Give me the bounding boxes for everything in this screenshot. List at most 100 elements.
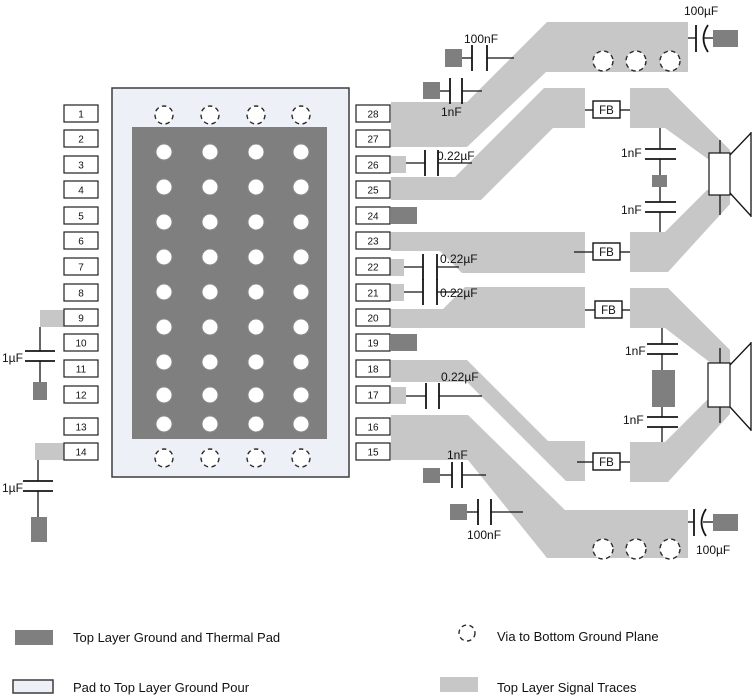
legend-signal-label: Top Layer Signal Traces bbox=[497, 680, 637, 695]
ground-pad bbox=[31, 517, 47, 542]
right-pin-column: 28 27 26 25 24 23 22 21 20 19 18 17 16 1… bbox=[355, 104, 391, 461]
pin-number: 11 bbox=[76, 365, 87, 376]
cap-label: 0.22µF bbox=[437, 149, 475, 163]
ferrite-bead-4: FB bbox=[577, 452, 630, 471]
trace-pin23-to-fb2 bbox=[391, 232, 585, 273]
pin-box-4: 4 bbox=[63, 180, 99, 199]
cap-1uf-pin14: 1µF bbox=[2, 460, 53, 542]
package-vias-dashed bbox=[154, 105, 311, 468]
pin-box-11: 11 bbox=[63, 359, 99, 378]
ferrite-bead-2: FB bbox=[574, 242, 630, 261]
ground-pad-pin19 bbox=[390, 334, 417, 351]
cap-100uf-bottom: 100µF bbox=[688, 508, 738, 557]
pin-number: 9 bbox=[78, 314, 84, 325]
trace-bottom-supply bbox=[391, 415, 688, 558]
pin-box-28: 28 bbox=[355, 104, 391, 123]
pin-box-12: 12 bbox=[63, 385, 99, 404]
trace-pin18-to-fb4 bbox=[391, 360, 585, 481]
ferrite-bead-3: FB bbox=[585, 300, 630, 319]
ground-pad bbox=[33, 382, 47, 400]
pin-box-15: 15 bbox=[355, 442, 391, 461]
pin-box-10: 10 bbox=[63, 333, 99, 352]
ground-pad bbox=[450, 504, 467, 520]
cap-label: 100µF bbox=[684, 4, 718, 18]
pin-number: 3 bbox=[78, 161, 84, 172]
via-icon bbox=[200, 105, 220, 125]
pin-number: 12 bbox=[75, 391, 87, 402]
cap-label: 1nF bbox=[441, 105, 462, 119]
cap-label: 0.22µF bbox=[440, 286, 478, 300]
ground-pad bbox=[423, 82, 440, 99]
cap-label: 1nF bbox=[447, 448, 468, 462]
pin-box-6: 6 bbox=[63, 231, 99, 250]
cap-100nf-bottom: 100nF bbox=[450, 499, 523, 542]
stub-pin17 bbox=[391, 387, 406, 404]
pin-box-9: 9 bbox=[63, 308, 99, 327]
pin-number: 28 bbox=[367, 110, 379, 121]
cap-label: 1µF bbox=[2, 351, 23, 365]
snubber-spk2: 1nF 1nF bbox=[623, 328, 678, 442]
pin-box-14: 14 bbox=[63, 442, 99, 461]
trace-fb4-to-spk2 bbox=[630, 400, 730, 482]
cap-1nf-bottom: 1nF bbox=[423, 448, 486, 488]
cap-label: 100nF bbox=[464, 32, 498, 46]
ferrite-bead-label: FB bbox=[599, 247, 614, 259]
trace-pin20-to-fb3 bbox=[391, 287, 585, 328]
pin-number: 19 bbox=[367, 339, 379, 350]
via-icon bbox=[625, 50, 647, 72]
ground-pad-pin24 bbox=[391, 207, 417, 224]
pin-number: 24 bbox=[367, 212, 379, 223]
ferrite-bead-1: FB bbox=[585, 100, 630, 119]
pin-number: 22 bbox=[367, 263, 379, 274]
cap-022uf-pin17: 0.22µF bbox=[406, 370, 482, 409]
stub-pin26 bbox=[391, 156, 406, 173]
ground-pad bbox=[652, 175, 667, 187]
ground-pad bbox=[652, 370, 675, 407]
trace-fb2-to-spk1 bbox=[630, 190, 730, 272]
stub-pin22 bbox=[390, 259, 404, 276]
left-pin-column: 1 2 3 4 5 6 7 8 9 10 11 12 13 14 bbox=[63, 104, 99, 461]
pin-number: 15 bbox=[367, 448, 379, 459]
via-icon bbox=[625, 538, 647, 560]
pin-number: 26 bbox=[367, 161, 379, 172]
snubber-spk1: 1nF 1nF bbox=[621, 128, 676, 232]
via-icon bbox=[291, 105, 311, 125]
cap-label: 100µF bbox=[696, 543, 730, 557]
ground-pad bbox=[423, 468, 440, 483]
pin-number: 4 bbox=[78, 186, 84, 197]
pin-number: 7 bbox=[78, 263, 84, 274]
cap-label: 1nF bbox=[621, 146, 642, 160]
pin-box-2: 2 bbox=[63, 129, 99, 148]
pin-box-8: 8 bbox=[63, 283, 99, 302]
trace-fb1-to-spk1 bbox=[630, 88, 730, 162]
pin-number: 8 bbox=[78, 289, 84, 300]
thermal-pad-vias bbox=[155, 143, 310, 433]
pin-number: 13 bbox=[75, 423, 87, 434]
via-icon bbox=[200, 448, 220, 468]
stub-pin21 bbox=[390, 284, 404, 301]
cap-label: 1nF bbox=[621, 203, 642, 217]
pin-number: 20 bbox=[367, 314, 379, 325]
pin-number: 16 bbox=[367, 423, 379, 434]
pin-number: 27 bbox=[367, 135, 379, 146]
cap-label: 100nF bbox=[467, 528, 501, 542]
legend-signal-swatch bbox=[440, 677, 478, 692]
via-icon bbox=[154, 448, 174, 468]
pin-number: 14 bbox=[75, 448, 87, 459]
via-icon bbox=[659, 538, 681, 560]
pin-box-1: 1 bbox=[63, 104, 99, 123]
via-icon bbox=[246, 105, 266, 125]
pin-number: 17 bbox=[367, 391, 379, 402]
via-icon bbox=[154, 105, 174, 125]
pin-box-3: 3 bbox=[63, 155, 99, 174]
cap-022uf-pin21: 0.22µF bbox=[404, 279, 478, 305]
legend-via-icon bbox=[458, 624, 476, 642]
cap-label: 0.22µF bbox=[441, 370, 479, 384]
pin-box-20: 20 bbox=[355, 308, 391, 327]
pin-number: 10 bbox=[75, 339, 87, 350]
pin-box-16: 16 bbox=[355, 417, 391, 436]
pin-number: 5 bbox=[78, 212, 84, 223]
trace-top-supply bbox=[391, 22, 688, 147]
